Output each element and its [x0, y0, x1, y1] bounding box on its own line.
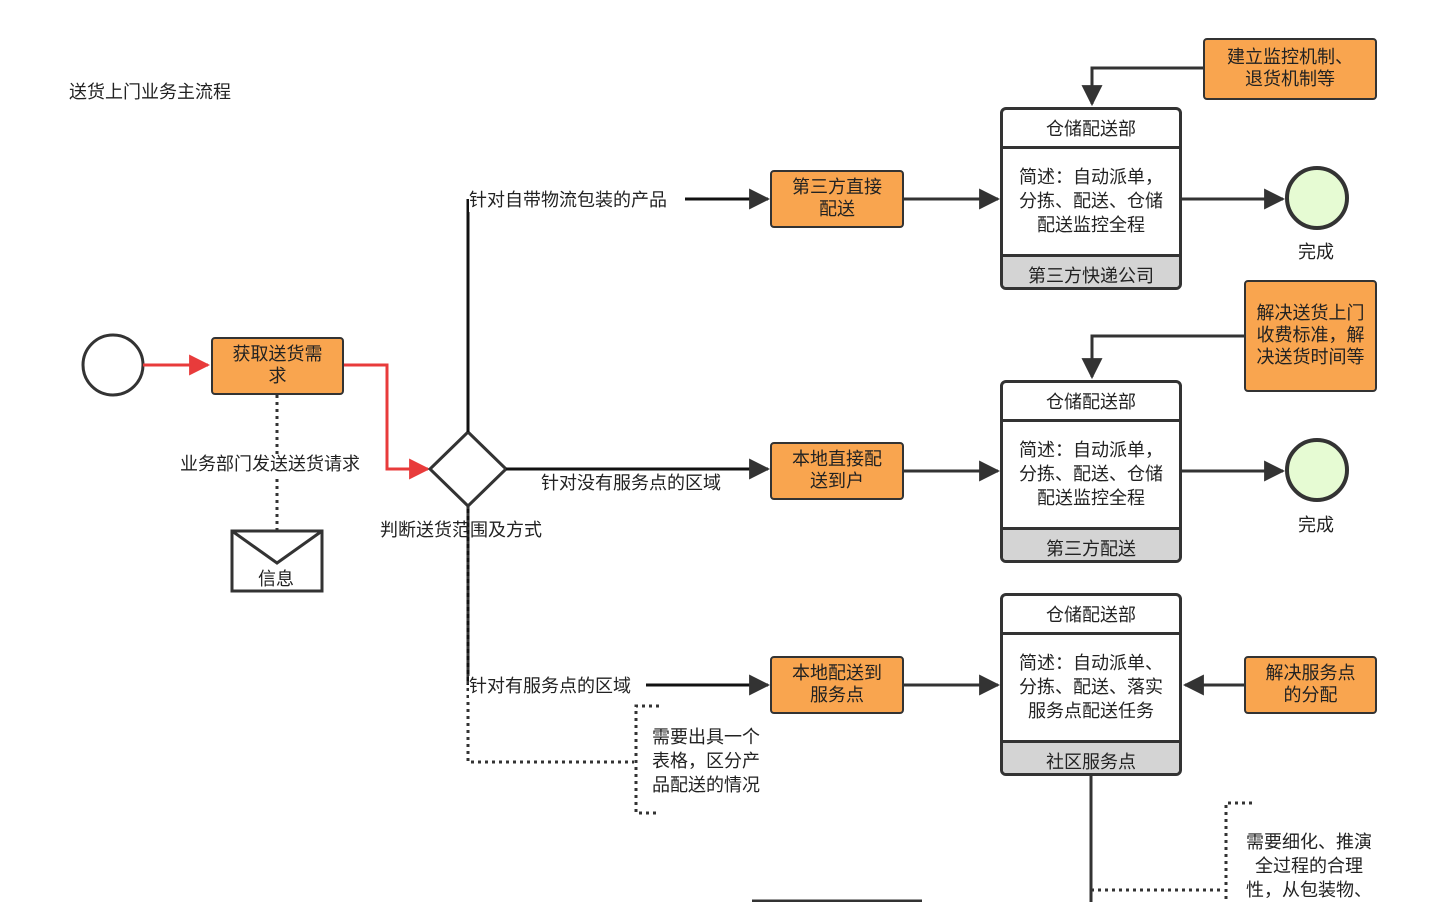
request-to-gateway-edge [344, 363, 431, 480]
gateway-diamond [427, 429, 509, 509]
annotation-monitoring: 建立监控机制、退货机制等 [1203, 38, 1377, 100]
diagram-title: 送货上门业务主流程 [69, 82, 231, 103]
branch-3-condition: 针对有服务点的区域 [469, 676, 631, 698]
branch-1-condition: 针对自带物流包装的产品 [469, 190, 667, 212]
message-label: 信息 [258, 569, 294, 590]
end-event-1 [1285, 166, 1349, 230]
pool-1-body: 简述：自动派单，分拣、配送、仓储配送监控全程 [1003, 149, 1179, 254]
pool-1-footer: 第三方快递公司 [1003, 254, 1179, 287]
task-get-request-label: 获取送货需求 [232, 344, 323, 387]
pool-3: 仓储配送部 简述：自动派单、分拣、配送、落实服务点配送任务 社区服务点 [1000, 593, 1182, 776]
pool-3-body: 简述：自动派单、分拣、配送、落实服务点配送任务 [1003, 635, 1179, 740]
task-get-request: 获取送货需求 [211, 337, 344, 395]
envelope-flap [231, 529, 323, 565]
note-table: 需要出具一个表格，区分产品配送的情况 [652, 726, 772, 798]
pool-2-footer: 第三方配送 [1003, 527, 1179, 560]
end-label-2: 完成 [1298, 515, 1334, 536]
pool-1-header: 仓储配送部 [1003, 110, 1179, 149]
task-local-service-point-label: 本地配送到服务点 [792, 663, 882, 706]
end-label-1: 完成 [1298, 242, 1334, 263]
annotation-fees-text: 解决送货上门收费标准，解决送货时间等 [1256, 303, 1365, 368]
pool-3-header: 仓储配送部 [1003, 596, 1179, 635]
task-third-party-direct-label: 第三方直接配送 [792, 177, 882, 220]
end-event-2 [1285, 438, 1349, 502]
pool-3-body-text: 简述：自动派单、分拣、配送、落实服务点配送任务 [1019, 652, 1163, 722]
annotation-service-allocation-text: 解决服务点的分配 [1265, 663, 1356, 706]
annotation-connector-2 [1081, 334, 1244, 380]
task-local-service-point: 本地配送到服务点 [770, 656, 904, 714]
pool-3-footer: 社区服务点 [1003, 740, 1179, 773]
annotation-service-allocation: 解决服务点的分配 [1244, 656, 1377, 714]
note-table-text: 需要出具一个表格，区分产品配送的情况 [652, 727, 760, 796]
annotation-connector-1 [1081, 66, 1203, 107]
branch-2-condition: 针对没有服务点的区域 [541, 473, 721, 495]
task-third-party-direct: 第三方直接配送 [770, 170, 904, 228]
task-local-direct-label: 本地直接配送到户 [792, 449, 882, 492]
pool-2-body-text: 简述：自动派单，分拣、配送、仓储配送监控全程 [1019, 439, 1163, 509]
note-table-association [466, 506, 634, 764]
annotation-monitoring-text: 建立监控机制、退货机制等 [1227, 47, 1353, 90]
annotation-fees: 解决送货上门收费标准，解决送货时间等 [1244, 280, 1377, 392]
request-edge-label: 业务部门发送送货请求 [180, 454, 360, 476]
task-local-direct: 本地直接配送到户 [770, 442, 904, 500]
note-table-bracket [634, 704, 659, 815]
pool-1: 仓储配送部 简述：自动派单，分拣、配送、仓储配送监控全程 第三方快递公司 [1000, 107, 1182, 290]
pool-1-body-text: 简述：自动派单，分拣、配送、仓储配送监控全程 [1019, 166, 1163, 236]
start-event [81, 333, 145, 397]
gateway-label: 判断送货范围及方式 [380, 520, 542, 541]
pool-2-body: 简述：自动派单，分拣、配送、仓储配送监控全程 [1003, 422, 1179, 527]
pool-2-header: 仓储配送部 [1003, 383, 1179, 422]
pool-2: 仓储配送部 简述：自动派单，分拣、配送、仓储配送监控全程 第三方配送 [1000, 380, 1182, 563]
note-detail-text: 需要细化、推演全过程的合理性，从包装物、 [1246, 832, 1372, 901]
note-detail: 需要细化、推演全过程的合理性，从包装物、 [1238, 831, 1380, 903]
note-detail-bracket [1224, 801, 1252, 902]
